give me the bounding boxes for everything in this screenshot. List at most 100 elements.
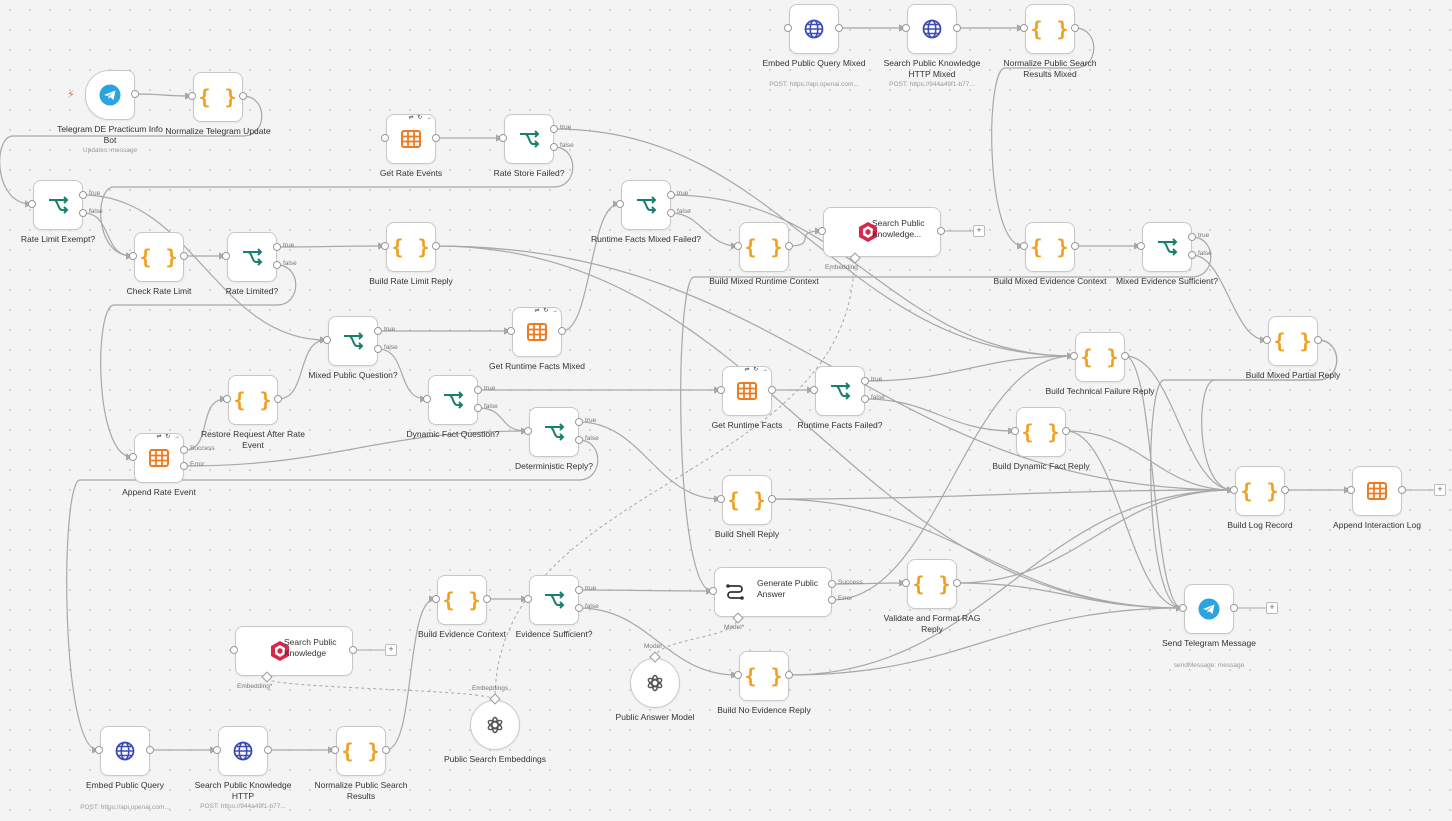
input-port[interactable] (709, 587, 717, 595)
output-port[interactable] (382, 746, 390, 754)
connection-line[interactable] (1065, 430, 1184, 612)
output-port-false[interactable] (667, 209, 675, 217)
input-port[interactable] (717, 495, 725, 503)
connection-line[interactable] (134, 92, 193, 100)
output-port[interactable] (1281, 486, 1289, 494)
input-port[interactable] (95, 746, 103, 754)
input-port[interactable] (222, 252, 230, 260)
node-box[interactable] (907, 4, 957, 54)
output-port-error[interactable] (828, 596, 836, 604)
input-port[interactable] (331, 746, 339, 754)
node-box[interactable]: Search Public Knowledge (235, 626, 353, 676)
input-port[interactable] (381, 242, 389, 250)
output-port[interactable] (180, 252, 188, 260)
output-port[interactable] (768, 495, 776, 503)
input-port[interactable] (1230, 486, 1238, 494)
input-port[interactable] (423, 395, 431, 403)
node-box[interactable] (621, 180, 671, 230)
node-box[interactable]: { } (1025, 222, 1075, 272)
node-box[interactable] (227, 232, 277, 282)
node-box[interactable] (85, 70, 135, 120)
input-port[interactable] (323, 336, 331, 344)
node-box[interactable]: Search Public Knowledge... (823, 207, 941, 257)
connection-line[interactable] (1124, 355, 1235, 494)
output-port[interactable] (937, 227, 945, 235)
connection-line[interactable] (771, 498, 1184, 612)
input-port[interactable] (432, 595, 440, 603)
node-box[interactable]: { } (228, 375, 278, 425)
output-port[interactable] (1121, 352, 1129, 360)
output-port-false[interactable] (1188, 251, 1196, 259)
output-port-false[interactable] (575, 604, 583, 612)
node-box[interactable] (815, 366, 865, 416)
node-box[interactable] (33, 180, 83, 230)
node-box[interactable]: ⇌ ↻ → (722, 366, 772, 416)
output-port-true[interactable] (575, 418, 583, 426)
node-box[interactable]: ⇌ ↻ → (386, 114, 436, 164)
node-box[interactable] (470, 700, 520, 750)
input-port[interactable] (616, 200, 624, 208)
node-box[interactable] (630, 658, 680, 708)
input-port[interactable] (1263, 336, 1271, 344)
connection-line[interactable] (561, 200, 621, 332)
node-box[interactable]: ⇌ ↻ → (512, 307, 562, 357)
output-port[interactable] (785, 242, 793, 250)
add-node-button[interactable]: + (1266, 602, 1278, 614)
output-port[interactable] (264, 746, 272, 754)
connection-line[interactable] (771, 486, 1235, 500)
node-box[interactable] (328, 316, 378, 366)
connection-line[interactable] (864, 352, 1075, 382)
output-port[interactable] (432, 242, 440, 250)
node-box[interactable]: { } (1025, 4, 1075, 54)
output-port-false[interactable] (550, 143, 558, 151)
node-box[interactable]: { } (1016, 407, 1066, 457)
node-box[interactable] (1142, 222, 1192, 272)
output-port-true[interactable] (575, 586, 583, 594)
input-port[interactable] (1347, 486, 1355, 494)
node-box[interactable] (1184, 584, 1234, 634)
connection-line[interactable] (385, 595, 437, 751)
input-port[interactable] (230, 646, 238, 654)
output-port[interactable] (953, 24, 961, 32)
input-port[interactable] (1070, 352, 1078, 360)
connection-line[interactable] (788, 227, 823, 247)
add-node-button[interactable]: + (385, 644, 397, 656)
output-port[interactable] (146, 746, 154, 754)
output-port[interactable] (768, 386, 776, 394)
output-port[interactable] (1062, 427, 1070, 435)
input-port[interactable] (734, 242, 742, 250)
add-node-button[interactable]: + (1434, 484, 1446, 496)
connection-line[interactable] (578, 587, 714, 595)
input-port[interactable] (810, 386, 818, 394)
input-port[interactable] (717, 386, 725, 394)
connection-line[interactable] (1191, 254, 1268, 344)
node-box[interactable]: { } (1268, 316, 1318, 366)
input-port[interactable] (902, 579, 910, 587)
add-node-button[interactable]: + (973, 225, 985, 237)
node-box[interactable]: { } (193, 72, 243, 122)
output-port[interactable] (1230, 604, 1238, 612)
input-port[interactable] (1020, 24, 1028, 32)
input-port[interactable] (734, 671, 742, 679)
input-port[interactable] (1179, 604, 1187, 612)
output-port-true[interactable] (550, 125, 558, 133)
output-port-success[interactable] (180, 446, 188, 454)
node-box[interactable] (789, 4, 839, 54)
output-port-true[interactable] (273, 243, 281, 251)
node-box[interactable]: { } (134, 232, 184, 282)
node-box[interactable] (504, 114, 554, 164)
output-port[interactable] (1071, 242, 1079, 250)
input-port[interactable] (129, 252, 137, 260)
output-port-false[interactable] (861, 395, 869, 403)
input-port[interactable] (902, 24, 910, 32)
input-port[interactable] (1137, 242, 1145, 250)
output-port-true[interactable] (1188, 233, 1196, 241)
connection-line[interactable] (956, 486, 1235, 584)
input-port[interactable] (223, 395, 231, 403)
node-box[interactable]: { } (437, 575, 487, 625)
input-port[interactable] (524, 427, 532, 435)
output-port[interactable] (953, 579, 961, 587)
output-port-error[interactable] (180, 462, 188, 470)
node-box[interactable]: { } (386, 222, 436, 272)
